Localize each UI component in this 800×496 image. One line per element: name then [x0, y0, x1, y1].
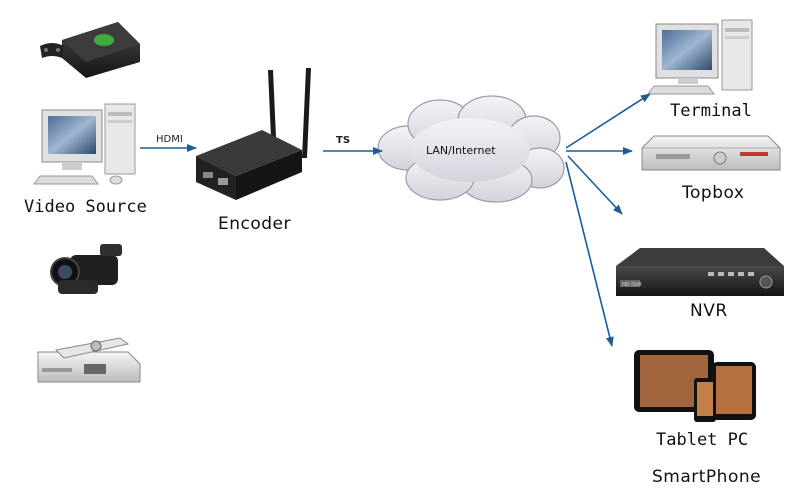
arrow-to-tablet [565, 161, 614, 347]
hdmi-label: HDMI [156, 134, 183, 145]
arrow-to-terminal [565, 93, 651, 149]
encoder-box-icon [196, 68, 311, 200]
video-source-label: Video Source [24, 197, 147, 217]
topbox-label: Topbox [682, 183, 745, 203]
arrow-to-nvr [567, 155, 623, 215]
tablet-label: Tablet PC [656, 430, 749, 450]
desktop-computer-icon-terminal [647, 19, 753, 95]
xbox-console-icon [40, 22, 140, 78]
satellite-receiver-icon [37, 337, 141, 383]
encoder-label: Encoder [218, 214, 292, 234]
desktop-computer-icon [33, 103, 136, 185]
nvr-recorder-icon: HD DVR [616, 248, 784, 296]
connection-arrows [140, 93, 651, 347]
set-top-box-icon [641, 135, 781, 171]
nvr-brand-text: HD DVR [622, 282, 642, 288]
smartphone-label: SmartPhone [652, 467, 762, 487]
camcorder-icon [50, 244, 122, 294]
tablet-and-phone-icon [634, 350, 756, 422]
network-label: LAN/Internet [426, 144, 496, 157]
ts-label: TS [336, 135, 351, 146]
network-cloud-icon [377, 95, 565, 203]
nvr-label: NVR [690, 301, 728, 321]
terminal-label: Terminal [670, 101, 752, 121]
